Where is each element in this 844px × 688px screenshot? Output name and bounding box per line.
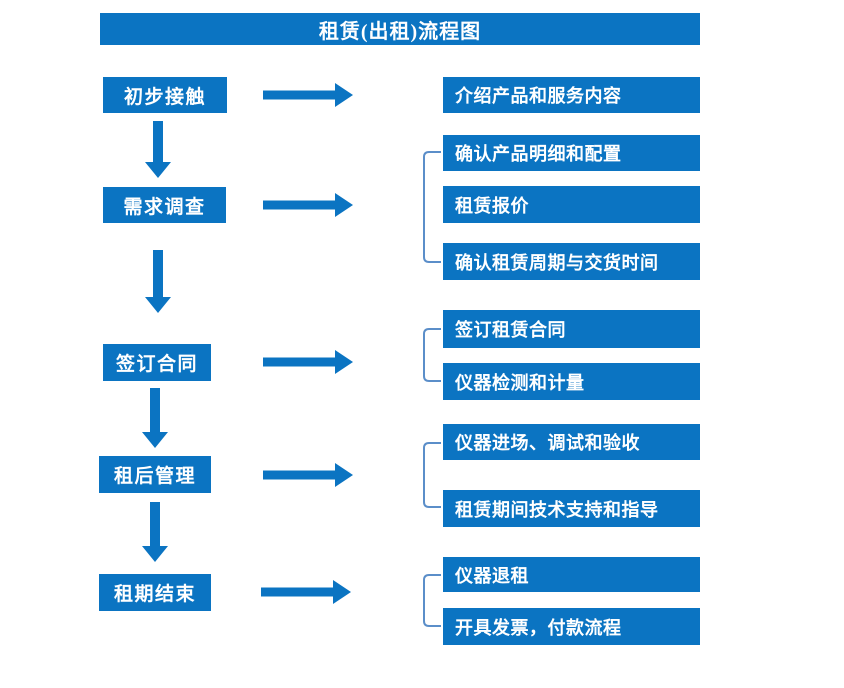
bracket-group-3 (423, 328, 441, 382)
flow-arrow-3 (263, 350, 353, 374)
step-box-2: 需求调查 (103, 187, 226, 223)
detail-box-5-2: 开具发票，付款流程 (443, 608, 700, 645)
step-box-3: 签订合同 (103, 344, 211, 381)
detail-box-2-3: 确认租赁周期与交货时间 (443, 243, 700, 280)
detail-box-5-1: 仪器退租 (443, 557, 700, 592)
bracket-group-4 (423, 442, 441, 508)
detail-box-3-2: 仪器检测和计量 (443, 363, 700, 400)
detail-box-4-1: 仪器进场、调试和验收 (443, 424, 700, 460)
step-box-4: 租后管理 (99, 456, 211, 493)
down-arrow-2 (145, 250, 171, 313)
flow-arrow-2 (263, 193, 353, 217)
title-bar: 租赁(出租)流程图 (100, 13, 700, 45)
detail-box-1-1: 介绍产品和服务内容 (443, 77, 700, 113)
bracket-group-5 (423, 574, 441, 627)
step-box-5: 租期结束 (99, 574, 211, 611)
bracket-group-2 (423, 151, 441, 263)
detail-box-3-1: 签订租赁合同 (443, 310, 700, 348)
down-arrow-3 (142, 388, 168, 448)
flow-arrow-4 (263, 463, 353, 487)
diagram-title: 租赁(出租)流程图 (318, 20, 482, 43)
step-box-1: 初步接触 (103, 77, 227, 113)
down-arrow-1 (145, 121, 171, 178)
flow-arrow-1 (263, 83, 353, 107)
flow-arrow-5 (261, 580, 351, 604)
detail-box-4-2: 租赁期间技术支持和指导 (443, 490, 700, 527)
detail-box-2-2: 租赁报价 (443, 186, 700, 223)
down-arrow-4 (142, 502, 168, 562)
detail-box-2-1: 确认产品明细和配置 (443, 135, 700, 171)
